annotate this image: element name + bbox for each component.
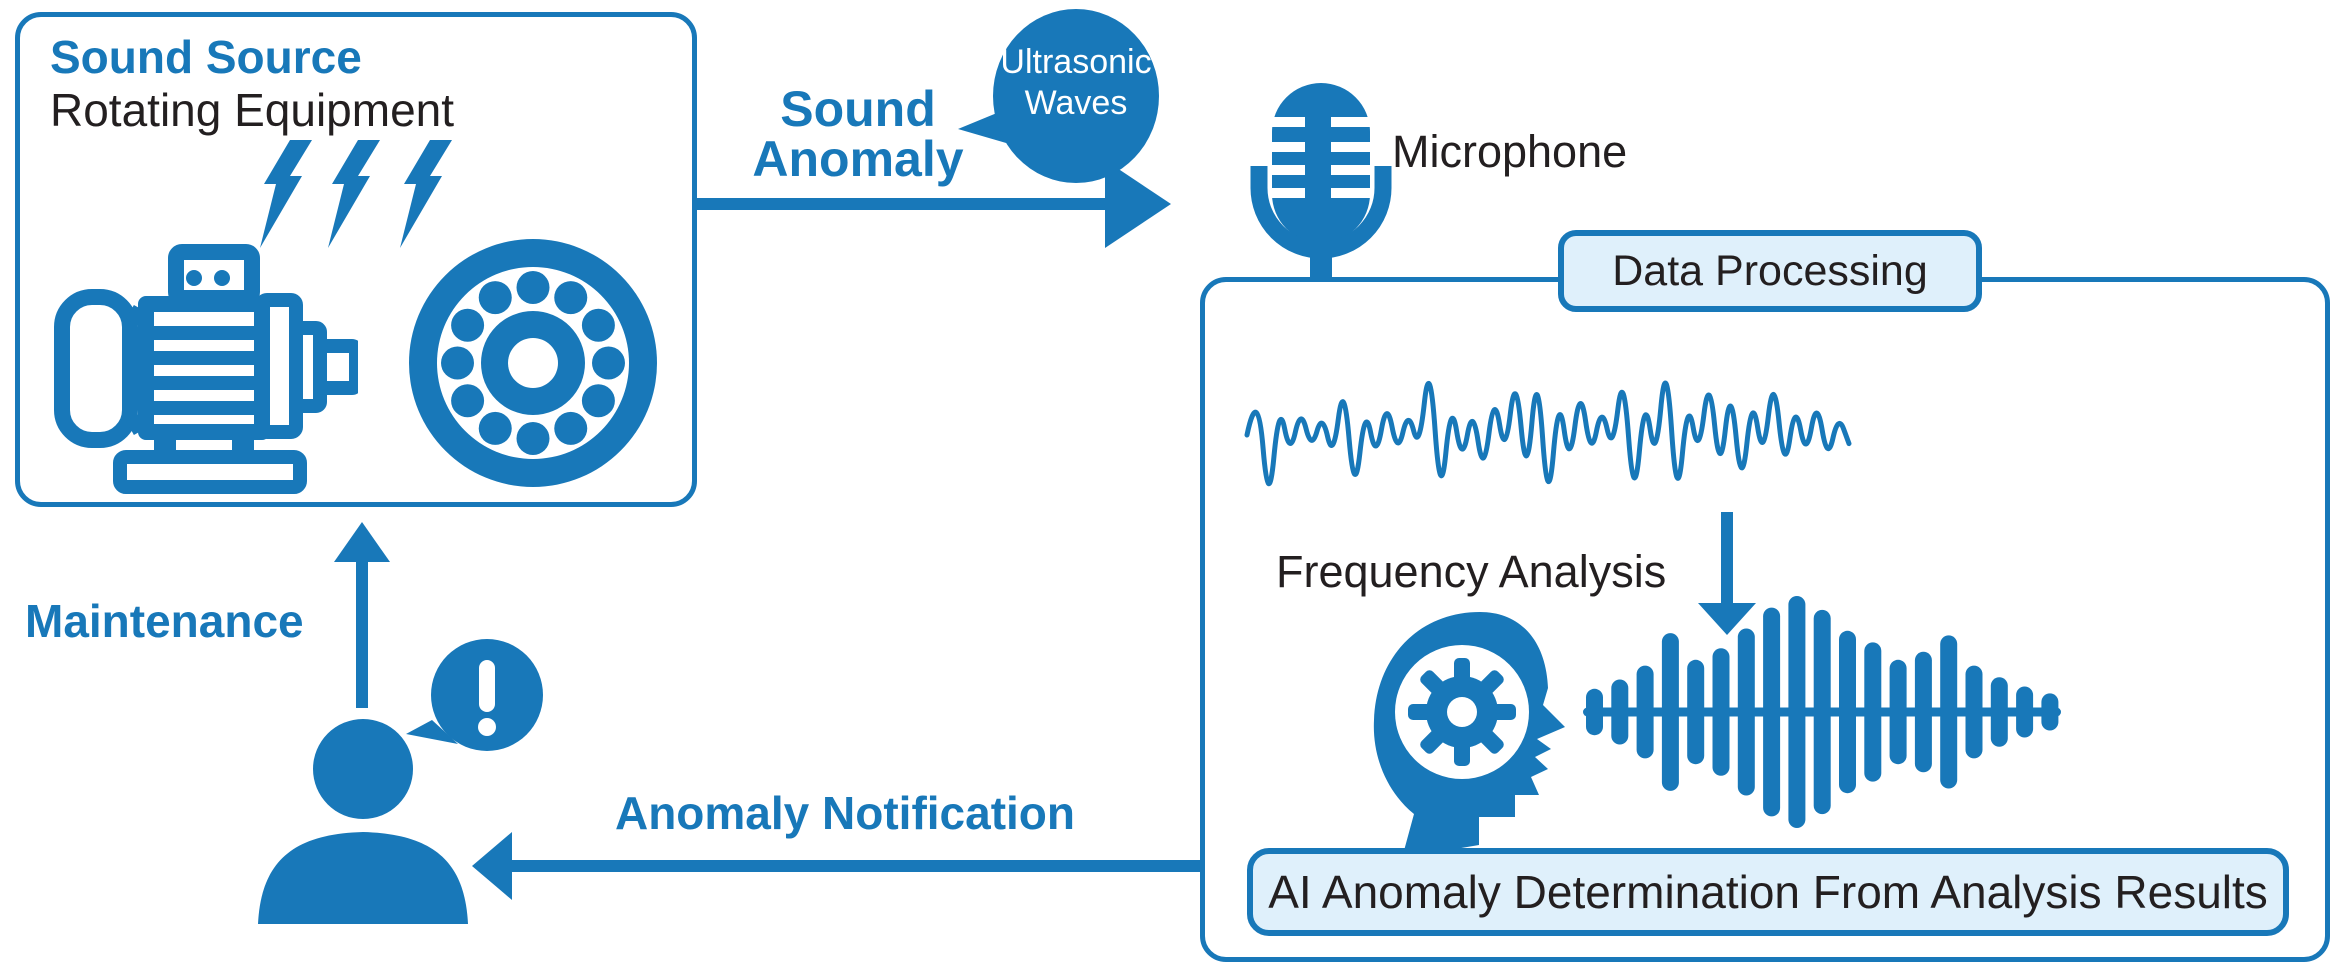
data-processing-title: Data Processing xyxy=(1612,246,1928,295)
maintenance-arrow xyxy=(334,522,390,708)
electric-motor-icon xyxy=(54,244,358,494)
frequency-analysis-arrow xyxy=(1698,512,1756,635)
ball-bearing-icon xyxy=(409,239,657,487)
exclamation-bubble-icon xyxy=(406,639,543,751)
microphone-label: Microphone xyxy=(1392,126,1628,177)
anomaly-notification-arrow xyxy=(472,832,1204,900)
ultrasonic-waves-bubble xyxy=(958,9,1159,183)
ultrasonic-waves-label: Ultrasonic Waves xyxy=(1000,43,1152,122)
person-icon xyxy=(258,719,468,924)
raw-waveform-chart xyxy=(1244,380,1852,487)
rotating-equipment-label: Rotating Equipment xyxy=(50,84,455,136)
data-processing-badge: Data Processing xyxy=(1558,230,1982,312)
audio-spectrum-icon xyxy=(1583,596,2061,828)
lightning-bolts-icon xyxy=(260,140,452,248)
frequency-analysis-label: Frequency Analysis xyxy=(1276,546,1667,597)
maintenance-label: Maintenance xyxy=(25,595,304,647)
sound-source-title: Sound Source xyxy=(50,31,362,83)
sound-anomaly-label: Sound Anomaly xyxy=(752,81,964,187)
ai-determination-badge: AI Anomaly Determination From Analysis R… xyxy=(1247,848,2289,936)
ai-determination-label: AI Anomaly Determination From Analysis R… xyxy=(1268,866,2268,918)
microphone-icon xyxy=(1250,83,1392,306)
bearing-balls xyxy=(441,271,625,455)
sound-anomaly-arrow xyxy=(695,160,1171,248)
anomaly-notification-label: Anomaly Notification xyxy=(614,787,1076,839)
ai-brain-gear-icon xyxy=(1373,612,1565,858)
